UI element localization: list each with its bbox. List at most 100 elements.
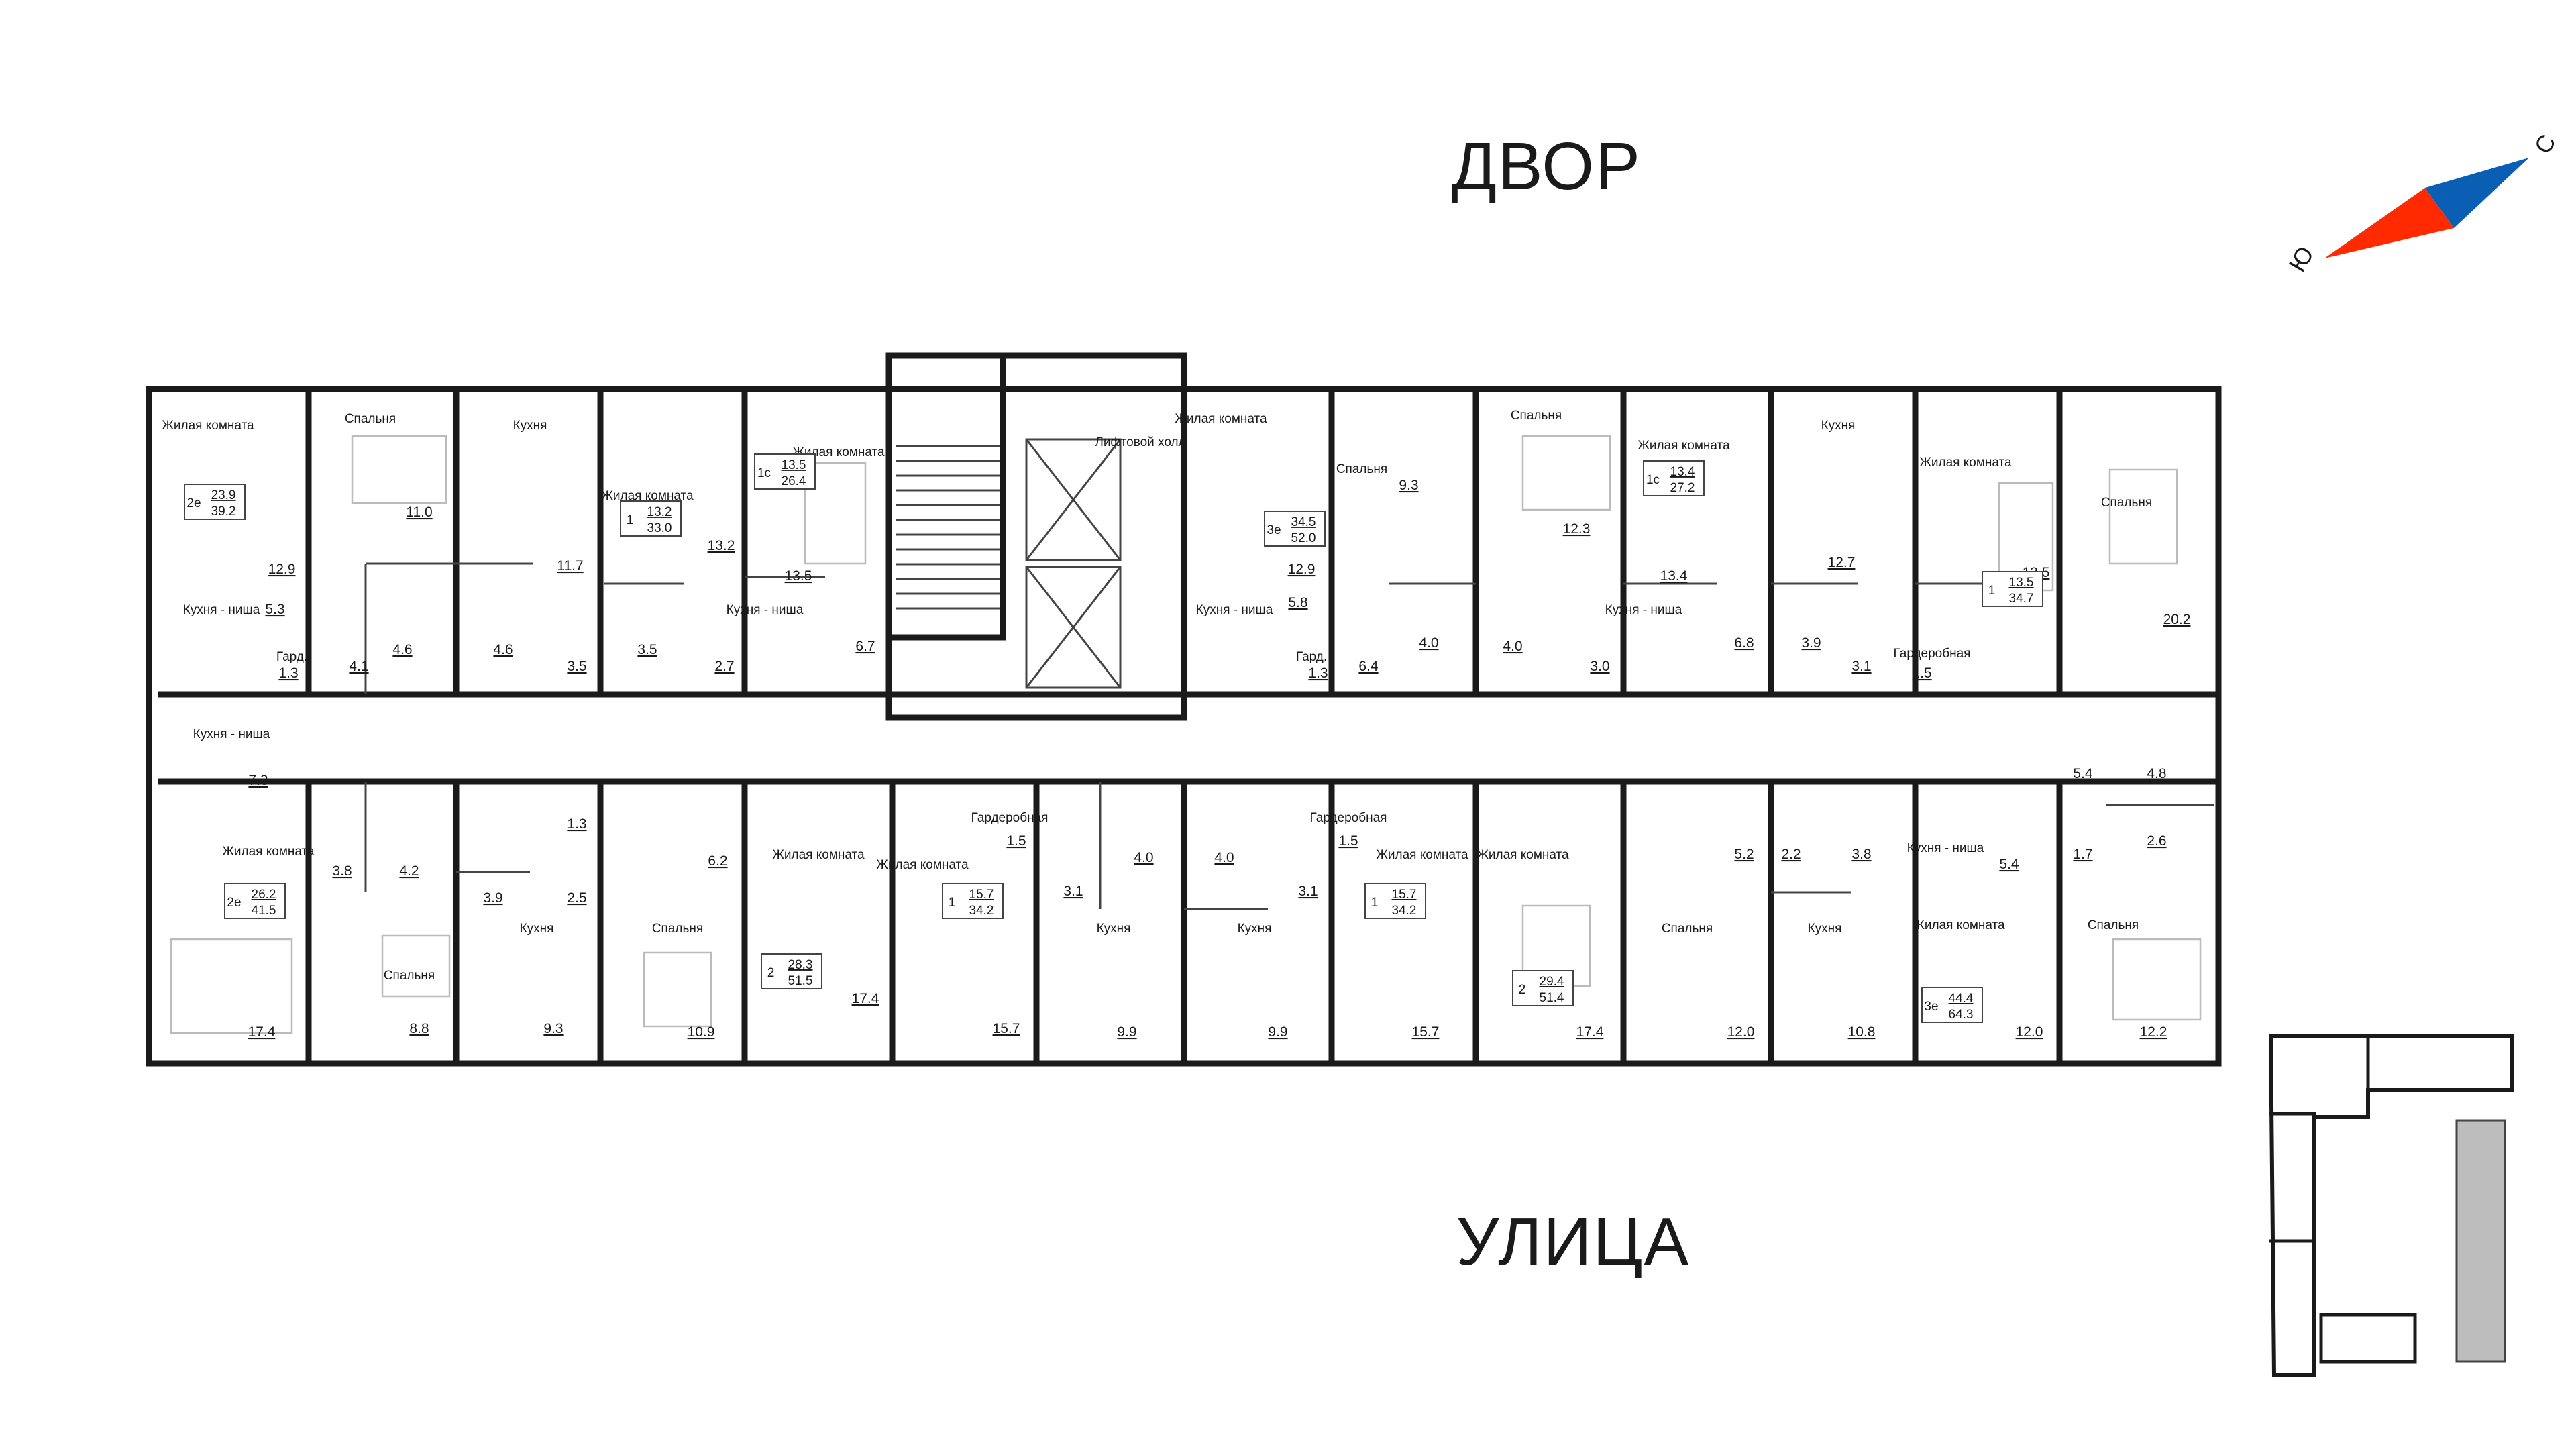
apartment-tag: 115.734.2: [1364, 883, 1426, 919]
room-area: 3.1: [1298, 883, 1318, 899]
room-area: 4.0: [1134, 850, 1153, 865]
apartment-living-area: 44.4: [1949, 991, 1974, 1006]
apartment-total-area: 39.2: [211, 504, 236, 519]
apartment-tag: 2 28.3 51.5: [761, 953, 822, 989]
apartment-rooms: 1: [1371, 896, 1379, 910]
room-label: Гард.: [1296, 650, 1327, 664]
room-area: 5.3: [265, 602, 284, 617]
room-label: Кухня: [513, 419, 547, 433]
room-area: 6.7: [855, 639, 875, 654]
key-plan-thumbnail: [2268, 1034, 2514, 1377]
room-area: 3.8: [332, 863, 352, 879]
room-area: 5.4: [2073, 766, 2093, 782]
room-area: 1.3: [1308, 665, 1328, 681]
key-plan-highlight: [2455, 1119, 2506, 1363]
apartment-total-area: 26.4: [782, 474, 806, 488]
room-area: 12.9: [268, 561, 296, 577]
room-area: 4.2: [399, 863, 419, 879]
room-label: Жилая комната: [1477, 848, 1569, 862]
compass-south-label: Ю: [2283, 241, 2319, 276]
room-area: 2.2: [1781, 847, 1801, 862]
room-label: Кухня: [1821, 419, 1856, 433]
apartment-tag: 113.233.0: [620, 500, 682, 537]
room-area: 4.0: [1503, 639, 1522, 654]
room-area: 13.2: [708, 538, 735, 553]
room-label: Спальня: [1511, 409, 1562, 423]
room-area: 8.8: [409, 1021, 429, 1036]
room-label: Жилая комната: [876, 858, 969, 872]
room-area: 13.5: [785, 568, 812, 584]
apartment-rooms: 1с: [1646, 473, 1660, 487]
room-area: 3.9: [1801, 635, 1821, 651]
apartment-living-area: 28.3: [788, 958, 813, 972]
room-label: Гард.: [276, 650, 307, 664]
lift-shafts: [1025, 438, 1122, 689]
room-area: 1.5: [1912, 665, 1931, 681]
room-area: 3.1: [1851, 659, 1871, 674]
apartment-living-area: 29.4: [1540, 975, 1564, 989]
room-area: 4.0: [1419, 635, 1438, 651]
room-area: 12.7: [1828, 555, 1856, 570]
apartment-total-area: 51.5: [788, 974, 813, 988]
room-area: 17.4: [1576, 1024, 1604, 1040]
apartment-tag-box: [1921, 987, 1983, 1023]
room-label: Жилая комната: [1919, 455, 2012, 470]
apartment-living-area: 13.5: [2009, 576, 2034, 590]
room-area: 12.2: [2140, 1024, 2167, 1040]
room-area: 4.6: [493, 642, 513, 657]
room-area: 9.9: [1117, 1024, 1136, 1040]
room-area: 7.3: [248, 773, 268, 788]
room-label: Жилая комната: [1913, 918, 2005, 932]
apartment-living-area: 34.5: [1291, 515, 1316, 529]
apartment-rooms: 3е: [1267, 523, 1281, 537]
room-area: 9.9: [1268, 1024, 1287, 1040]
apartment-tag-box: [1643, 460, 1705, 496]
room-area: 2.6: [2147, 833, 2166, 849]
stairs: [896, 445, 1000, 610]
apartment-tag-box: [1364, 883, 1426, 919]
apartment-rooms: 1с: [757, 466, 771, 480]
room-label: Спальня: [2101, 496, 2152, 510]
room-area: 3.9: [483, 890, 502, 906]
room-area: 3.5: [567, 659, 586, 674]
apartment-living-area: 13.2: [647, 505, 672, 519]
room-area: 3.0: [1590, 659, 1609, 674]
room-area: 1.7: [2073, 847, 2092, 862]
apartment-tag-box: [620, 500, 682, 537]
room-area: 4.1: [349, 659, 368, 674]
apartment-living-area: 23.9: [211, 488, 236, 502]
apartment-rooms: 2: [767, 966, 775, 980]
room-area: 4.8: [2147, 766, 2166, 782]
room-area: 1.5: [1006, 833, 1026, 849]
room-label: Гардеробная: [1894, 647, 1971, 661]
room-label: Жилая комната: [601, 489, 694, 503]
room-area: 6.2: [708, 853, 727, 869]
apartment-living-area: 15.7: [969, 888, 994, 902]
apartment-rooms: 2е: [227, 896, 241, 910]
apartment-living-area: 13.5: [782, 458, 806, 472]
room-area: 17.4: [248, 1024, 276, 1040]
apartment-rooms: 2: [1519, 983, 1526, 997]
apartment-tag: 115.734.2: [942, 883, 1004, 919]
room-label: Кухня: [520, 922, 554, 936]
room-label: Спальня: [2088, 918, 2139, 932]
room-label: Спальня: [1662, 922, 1713, 936]
apartment-rooms: 1: [949, 896, 956, 910]
room-area: 11.0: [406, 504, 432, 520]
apartment-tag-box: [1512, 970, 1574, 1006]
room-label: Кухня: [1808, 922, 1842, 936]
room-label: Жилая комната: [162, 419, 254, 433]
apartment-total-area: 33.0: [647, 521, 672, 535]
apartment-tag: 1с 13.5 26.4: [754, 453, 816, 490]
apartment-tag-box: [1982, 571, 2043, 607]
compass-north-arrow: [2425, 158, 2529, 228]
room-label: Жилая комната: [1175, 412, 1267, 426]
room-area: 3.1: [1063, 883, 1083, 899]
room-area: 2.7: [714, 659, 734, 674]
room-label: Кухня - ниша: [1605, 603, 1682, 617]
room-area: 4.0: [1214, 850, 1234, 865]
apartment-rooms: 2е: [186, 496, 201, 511]
street-label: УЛИЦА: [1456, 1204, 1690, 1279]
room-area: 10.9: [688, 1024, 715, 1040]
